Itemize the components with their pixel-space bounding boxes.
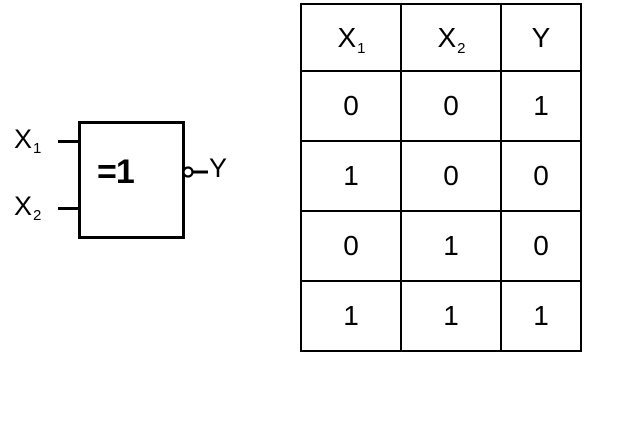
table-header-x1-base: X: [337, 21, 357, 53]
output-label-y: Y: [209, 155, 227, 182]
table-cell-y: 1: [500, 280, 582, 352]
table-header-cell-y: Y: [500, 3, 582, 72]
table-cell-x2: 1: [400, 210, 502, 282]
table-cell-x2: 1: [400, 280, 502, 352]
table-row: 1 1 1: [300, 280, 582, 352]
inversion-bubble-icon: [182, 166, 194, 178]
truth-table: X1 X2 Y 0 0 1 1 0 0: [300, 3, 582, 352]
logic-gate-figure: =1 X1 X2 Y: [0, 0, 270, 442]
input-label-x2-subscript: 2: [33, 207, 42, 224]
gate-body-rect: [78, 121, 185, 239]
table-header-x2-subscript: 2: [457, 39, 466, 57]
table-cell-x2: 0: [400, 140, 502, 212]
table-header-x1-subscript: 1: [357, 39, 366, 57]
table-cell-x1: 1: [300, 140, 402, 212]
truth-table-container: X1 X2 Y 0 0 1 1 0 0: [300, 3, 582, 352]
table-row: 0 0 1: [300, 70, 582, 142]
table-header-row: X1 X2 Y: [300, 3, 582, 72]
input-label-x1-base: X: [14, 124, 33, 154]
table-cell-y: 1: [500, 70, 582, 142]
table-cell-y: 0: [500, 140, 582, 212]
input-label-x2-base: X: [14, 191, 33, 221]
table-header-cell-x1: X1: [300, 3, 402, 72]
table-cell-x1: 1: [300, 280, 402, 352]
table-row: 1 0 0: [300, 140, 582, 212]
input-label-x2: X2: [14, 191, 41, 224]
table-cell-y: 0: [500, 210, 582, 282]
input-label-x1: X1: [14, 124, 41, 157]
table-cell-x2: 0: [400, 70, 502, 142]
gate-drawing: [58, 121, 208, 239]
output-label-y-base: Y: [209, 153, 228, 183]
table-header-cell-x2: X2: [400, 3, 502, 72]
input-label-x1-subscript: 1: [33, 140, 42, 157]
table-row: 0 1 0: [300, 210, 582, 282]
table-header-x2-base: X: [437, 21, 457, 53]
table-cell-x1: 0: [300, 210, 402, 282]
table-cell-x1: 0: [300, 70, 402, 142]
table-header-y-base: Y: [531, 21, 551, 53]
gate-operator-label: =1: [97, 153, 135, 191]
